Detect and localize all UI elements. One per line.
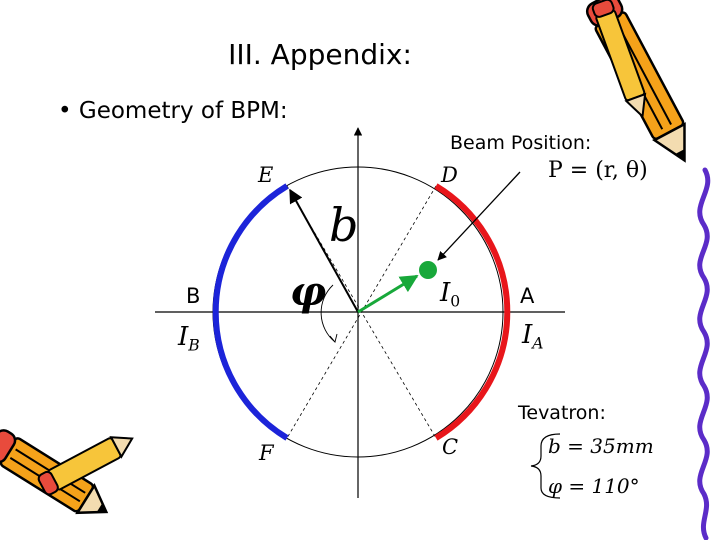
radius-arrow	[289, 188, 359, 313]
electrode-b-blue	[212, 183, 289, 441]
tevatron-b-value: b = 35mm	[548, 434, 654, 458]
slide-title: III. Appendix:	[228, 38, 412, 71]
current-label-ia-sub: A	[532, 334, 544, 353]
tevatron-label: Tevatron:	[518, 402, 606, 424]
bullet-text: Geometry of BPM:	[78, 98, 288, 124]
electrode-a-red	[434, 183, 511, 441]
current-label-ib-sub: B	[188, 336, 200, 355]
angle-symbol: φ	[290, 268, 327, 315]
beam-vector	[357, 274, 419, 314]
current-label-ib-main: I	[178, 322, 189, 352]
radius-symbol: b	[329, 198, 359, 252]
tevatron-brace	[530, 433, 561, 499]
electrode-label-d: D	[441, 163, 458, 187]
tevatron-phi-value: φ = 110°	[548, 474, 640, 498]
current-label-ib: IB	[178, 322, 200, 354]
current-label-i0-main: I	[440, 278, 451, 308]
pencil-icon	[37, 436, 134, 496]
beam-point	[419, 261, 437, 279]
current-label-i0-sub: 0	[450, 292, 461, 311]
bullet-marker: •	[58, 98, 72, 124]
squiggle-decoration	[697, 167, 711, 540]
beam-position-label: Beam Position:	[450, 132, 592, 154]
pencil-icon	[591, 0, 647, 119]
current-label-ia-main: I	[522, 320, 533, 350]
current-label-i0: I0	[440, 278, 460, 310]
electrode-label-e: E	[258, 163, 274, 187]
current-label-ia: IA	[522, 320, 544, 352]
electrode-label-c: C	[442, 435, 459, 459]
beam-position-formula: P = (r, θ)	[548, 158, 648, 183]
electrode-label-f: F	[259, 441, 274, 465]
dashed-line-d-f	[286, 185, 437, 439]
bullet-item: • Geometry of BPM:	[58, 98, 288, 124]
beam-pointer-arrow	[437, 171, 521, 261]
side-label-a: A	[520, 284, 535, 308]
angle-arc-tick	[329, 333, 338, 343]
angle-arc	[320, 284, 336, 343]
side-label-b: B	[186, 284, 201, 308]
